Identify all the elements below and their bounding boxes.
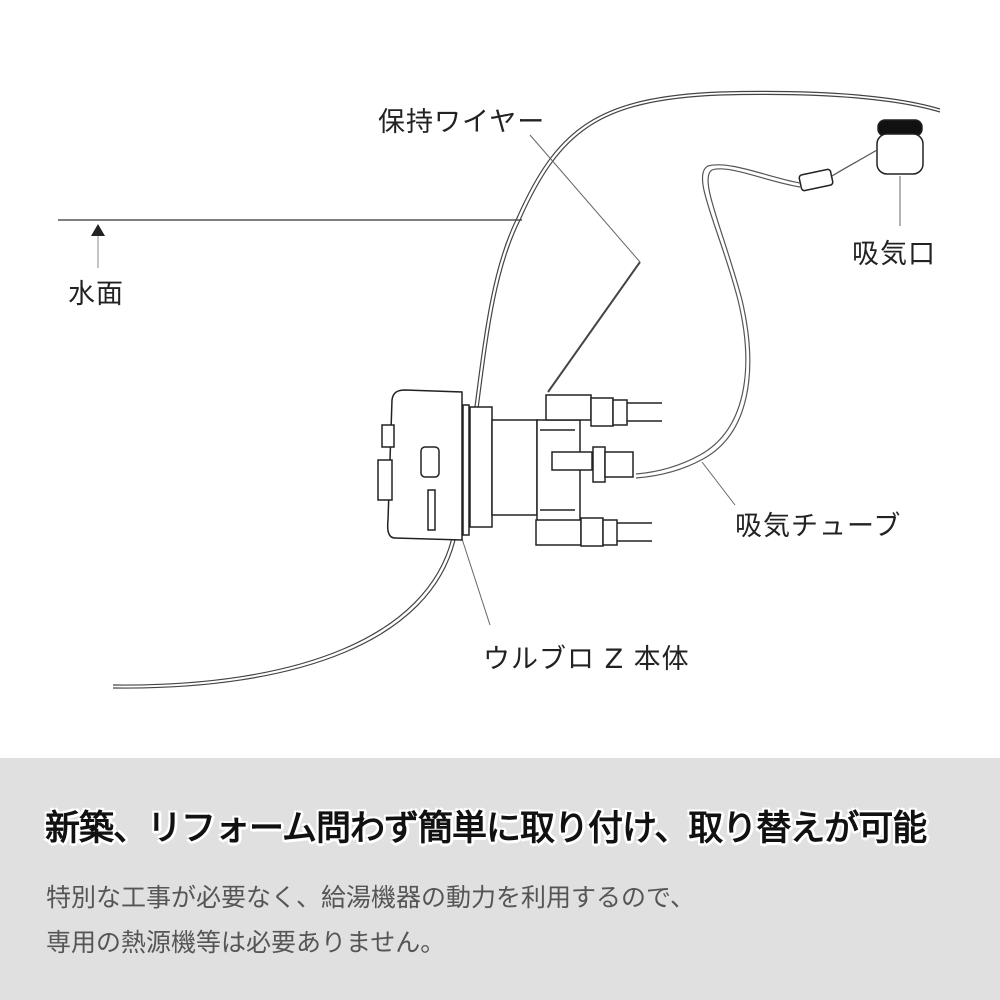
label-intake: 吸気口 [852,239,936,270]
caption-body-line: 特別な工事が必要なく、給湯機器の動力を利用するので、 [46,883,696,912]
intake-port [798,119,924,192]
caption-band [0,758,1000,1000]
label-intake-tube: 吸気チューブ [735,511,902,542]
ulbro-z-body [377,389,662,547]
caption-headline: 新築、リフォーム問わず簡単に取り付け、取り替えが可能 [45,809,927,849]
caption-body-line: 専用の熱源機等は必要ありません。 [46,928,446,957]
product-diagram [58,90,941,689]
label-water-surface: 水面 [68,279,124,310]
label-holding-wire: 保持ワイヤー [378,107,546,138]
intake-tube [635,149,878,479]
wire-leader [529,134,641,263]
label-body: ウルブロ Z 本体 [483,644,690,675]
arrow-up-icon [91,224,105,268]
tube-leader [701,461,736,506]
holding-wire [112,90,941,689]
